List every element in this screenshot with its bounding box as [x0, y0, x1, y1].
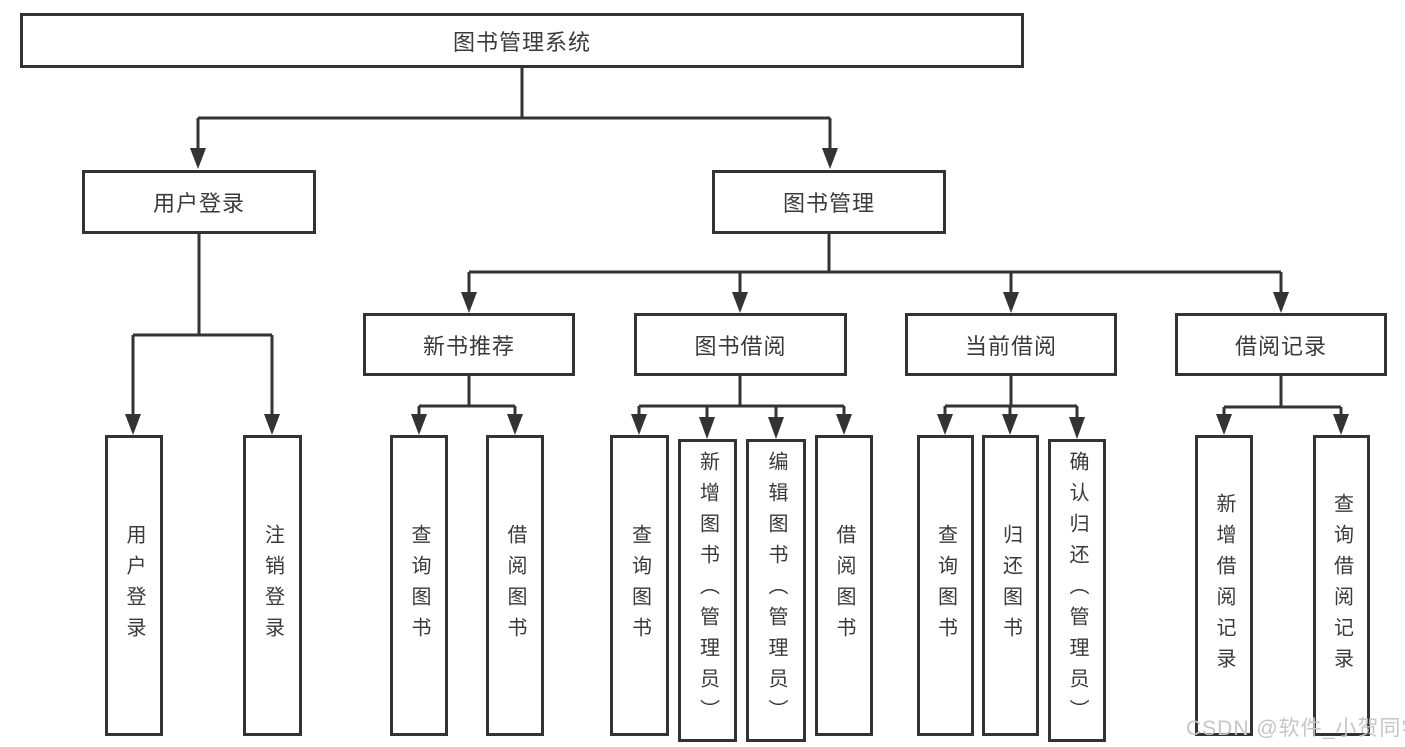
leaf-edit-books-admin: 编辑图书（管理员） — [746, 439, 806, 742]
leaf-add-books-admin-label: 新增图书（管理员） — [696, 451, 719, 730]
leaf-return-books: 归还图书 — [982, 435, 1039, 736]
leaf-query-borrow-record: 查询借阅记录 — [1313, 435, 1370, 736]
leaf-logout-label: 注销登录 — [261, 523, 284, 648]
leaf-edit-books-admin-label: 编辑图书（管理员） — [765, 451, 787, 730]
leaf-borrow-books: 借阅图书 — [815, 435, 873, 736]
leaf-add-borrow-record: 新增借阅记录 — [1195, 435, 1253, 736]
node-book-management-label: 图书管理 — [782, 191, 875, 216]
leaf-query-books-current: 查询图书 — [917, 435, 974, 736]
leaf-query-borrow-record-label: 查询借阅记录 — [1330, 492, 1353, 679]
leaf-query-books-recommend: 查询图书 — [390, 435, 448, 736]
node-new-book-recommend-label: 新书推荐 — [422, 333, 515, 359]
node-current-borrow-label: 当前借阅 — [964, 333, 1057, 359]
leaf-user-login-label: 用户登录 — [123, 523, 145, 648]
csdn-watermark: CSDN @软件_小贺同学 — [1186, 717, 1405, 740]
leaf-return-books-label: 归还图书 — [999, 523, 1022, 648]
node-book-borrow: 图书借阅 — [634, 313, 847, 376]
node-root-library-system: 图书管理系统 — [20, 13, 1024, 68]
leaf-query-books-current-label: 查询图书 — [934, 523, 957, 648]
leaf-add-books-admin: 新增图书（管理员） — [678, 439, 737, 742]
node-user-login-label: 用户登录 — [152, 191, 245, 216]
node-root-label: 图书管理系统 — [452, 29, 591, 55]
leaf-borrow-books-recommend: 借阅图书 — [486, 435, 544, 736]
leaf-confirm-return-admin-label: 确认归还（管理员） — [1066, 451, 1088, 730]
leaf-query-books-borrow: 查询图书 — [610, 435, 669, 736]
node-user-login: 用户登录 — [82, 170, 316, 234]
node-current-borrow: 当前借阅 — [905, 313, 1117, 376]
node-book-management: 图书管理 — [712, 170, 946, 234]
node-borrow-records-label: 借阅记录 — [1234, 333, 1327, 359]
node-new-book-recommend: 新书推荐 — [363, 313, 575, 376]
leaf-borrow-books-recommend-label: 借阅图书 — [504, 523, 526, 648]
leaf-user-login: 用户登录 — [105, 435, 163, 736]
node-borrow-records: 借阅记录 — [1175, 313, 1387, 376]
leaf-query-books-borrow-label: 查询图书 — [628, 523, 651, 648]
leaf-confirm-return-admin: 确认归还（管理员） — [1048, 439, 1106, 742]
leaf-add-borrow-record-label: 新增借阅记录 — [1213, 492, 1235, 679]
leaf-query-books-recommend-label: 查询图书 — [408, 523, 430, 648]
node-book-borrow-label: 图书借阅 — [694, 333, 787, 359]
leaf-logout: 注销登录 — [243, 435, 302, 736]
leaf-borrow-books-label: 借阅图书 — [833, 523, 855, 648]
